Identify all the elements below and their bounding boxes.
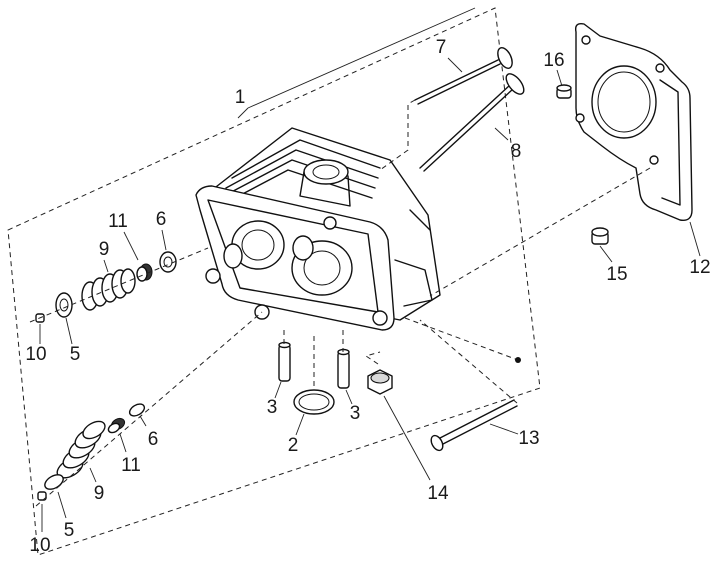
callout-11-lower: 11 [121, 455, 141, 476]
valve-7 [414, 47, 513, 105]
dowel-stud-3-left [278, 330, 291, 382]
callout-10-lower: 10 [29, 535, 50, 556]
valve-8 [419, 73, 525, 172]
callout-8: 8 [511, 141, 522, 162]
washer-6-upper [159, 251, 177, 273]
dowel-pin-15 [591, 227, 609, 245]
callout-1: 1 [235, 87, 246, 108]
callout-9-upper: 9 [99, 239, 110, 260]
callout-11-upper: 11 [108, 211, 128, 232]
callout-2: 2 [288, 435, 299, 456]
callout-15: 15 [606, 264, 627, 285]
head-gasket-12 [574, 22, 693, 221]
callout-3-right: 3 [350, 403, 361, 424]
callout-9-lower: 9 [94, 483, 105, 504]
lower-valve-spring-assembly [35, 311, 263, 507]
bolt-13 [419, 319, 518, 452]
callout-12: 12 [689, 257, 710, 278]
callout-7: 7 [436, 37, 447, 58]
callout-3-left: 3 [267, 397, 278, 418]
upper-valve-spring-assembly [29, 247, 209, 323]
callout-10-upper: 10 [25, 344, 46, 365]
callout-6-lower: 6 [148, 429, 159, 450]
valve-spring-9-upper [81, 268, 136, 311]
callout-5-upper: 5 [70, 344, 81, 365]
retainer-5-upper [55, 292, 73, 318]
dowel-pin-16 [556, 84, 572, 99]
washer-6-lower [128, 403, 146, 417]
plug-14 [364, 351, 393, 395]
valve-seal-11-lower [107, 417, 126, 434]
retainer-5-lower [44, 474, 64, 490]
callout-14: 14 [427, 483, 449, 504]
valve-seal-11-upper [136, 263, 153, 282]
cylinder-head [195, 127, 441, 331]
callout-labels: 1 7 8 16 12 15 11 6 9 10 5 3 3 2 14 13 6… [25, 37, 710, 556]
dowel-stud-3-right [337, 330, 350, 389]
o-ring-2 [293, 336, 335, 415]
callout-16: 16 [543, 50, 564, 71]
callout-5-lower: 5 [64, 520, 75, 541]
callout-13: 13 [518, 428, 539, 449]
valve-spring-9-lower [56, 420, 106, 479]
callout-6-upper: 6 [156, 209, 167, 230]
keeper-10-lower [37, 491, 47, 501]
